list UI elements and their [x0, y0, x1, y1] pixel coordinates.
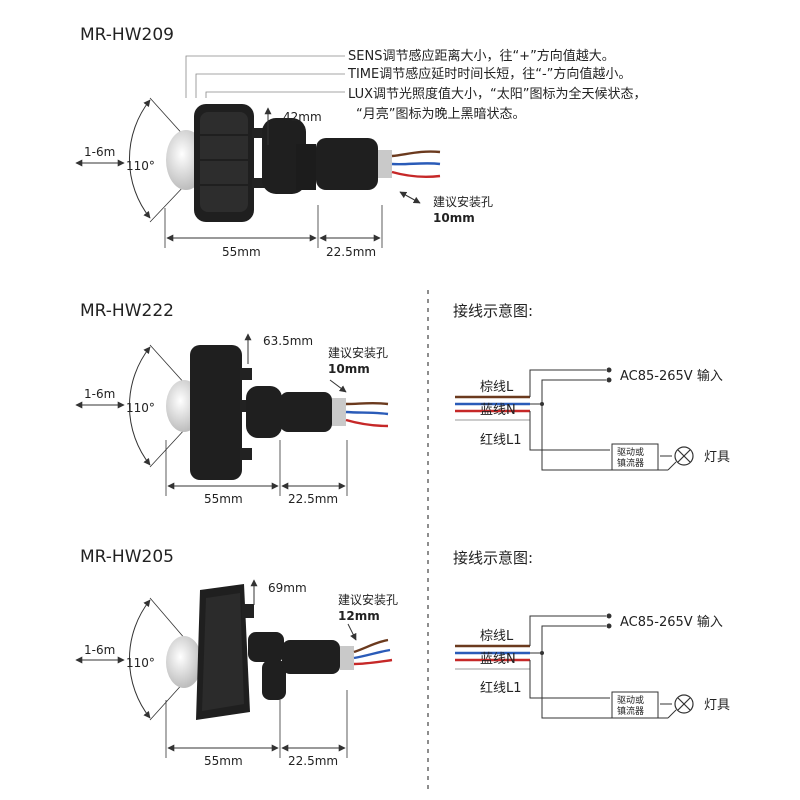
driver-line2: 镇流器 [617, 705, 644, 717]
wiring-title: 接线示意图: [453, 302, 533, 320]
height-label: 63.5mm [263, 334, 313, 348]
hole-label: 建议安装孔 [328, 345, 388, 360]
stem-label: 22.5mm [326, 245, 376, 259]
angle-label: 110° [126, 159, 155, 173]
wires [392, 152, 440, 177]
sensor-body [166, 584, 354, 720]
hole-label: 建议安装孔 [433, 194, 493, 209]
wires [346, 403, 388, 426]
angle-line-bottom [150, 184, 186, 222]
note-lux: LUX调节光照度值大小，“太阳”图标为全天候状态， [348, 86, 647, 102]
model-name: MR-HW222 [80, 301, 174, 321]
model-name: MR-HW205 [80, 547, 174, 567]
product-mr-hw222: MR-HW222 1-6m 110° 63.5mm 建议安装孔 10mm [76, 301, 388, 506]
wire-brown-label: 棕线L [480, 380, 514, 395]
hole-arrow [330, 380, 346, 392]
lamp-icon [675, 695, 693, 713]
product-mr-hw205: MR-HW205 1-6m 110° 69mm 建议安装孔 12mm [76, 547, 398, 768]
stem-label: 22.5mm [288, 754, 338, 768]
range-label: 1-6m [84, 387, 115, 401]
width-label: 55mm [204, 492, 243, 506]
hole-arrow [348, 624, 356, 640]
wire-blue-label: 蓝线N [480, 652, 516, 667]
driver-line1: 驱动或 [617, 694, 644, 706]
wire-red-label: 红线L1 [480, 680, 522, 696]
note-leaders [186, 56, 345, 98]
wire-brown-label: 棕线L [480, 629, 514, 644]
width-label: 55mm [222, 245, 261, 259]
angle-label: 110° [126, 401, 155, 415]
sensor-body [166, 345, 346, 480]
hole-label: 建议安装孔 [338, 592, 398, 607]
range-label: 1-6m [84, 643, 115, 657]
wire-red-label: 红线L1 [480, 432, 522, 448]
wiring-title: 接线示意图: [453, 549, 533, 567]
note-sens: SENS调节感应距离大小，往“+”方向值越大。 [348, 48, 615, 64]
wires [354, 640, 392, 664]
wiring-diagram-1: 接线示意图: 棕线L 蓝线N 红线L1 AC85-265V 输入 驱动或 镇流器 [453, 302, 730, 470]
stem-label: 22.5mm [288, 492, 338, 506]
hole-size: 10mm [433, 211, 475, 225]
note-time: TIME调节感应延时时间长短，往“-”方向值越小。 [347, 66, 631, 82]
width-label: 55mm [204, 754, 243, 768]
height-label: 69mm [268, 581, 307, 595]
product-mr-hw209: MR-HW209 SENS调节感应距离大小，往“+”方向值越大。 TIME调节感… [76, 25, 647, 259]
hole-arrow [400, 192, 420, 203]
lamp-label: 灯具 [704, 698, 730, 713]
lamp-label: 灯具 [704, 450, 730, 465]
wiring-diagram-2: 接线示意图: 棕线L 蓝线N 红线L1 AC85-265V 输入 驱动或 镇流器… [453, 549, 730, 718]
driver-line1: 驱动或 [617, 446, 644, 458]
hole-size: 12mm [338, 609, 380, 623]
input-label: AC85-265V 输入 [620, 368, 723, 384]
pir-lens [166, 636, 202, 688]
range-label: 1-6m [84, 145, 115, 159]
note-moon: “月亮”图标为晚上黑暗状态。 [356, 106, 525, 122]
lamp-icon [675, 447, 693, 465]
driver-line2: 镇流器 [617, 457, 644, 469]
input-label: AC85-265V 输入 [620, 614, 723, 630]
hole-size: 10mm [328, 362, 370, 376]
model-name: MR-HW209 [80, 25, 174, 45]
wire-blue-label: 蓝线N [480, 403, 516, 418]
height-label: 42mm [283, 110, 322, 124]
angle-label: 110° [126, 656, 155, 670]
